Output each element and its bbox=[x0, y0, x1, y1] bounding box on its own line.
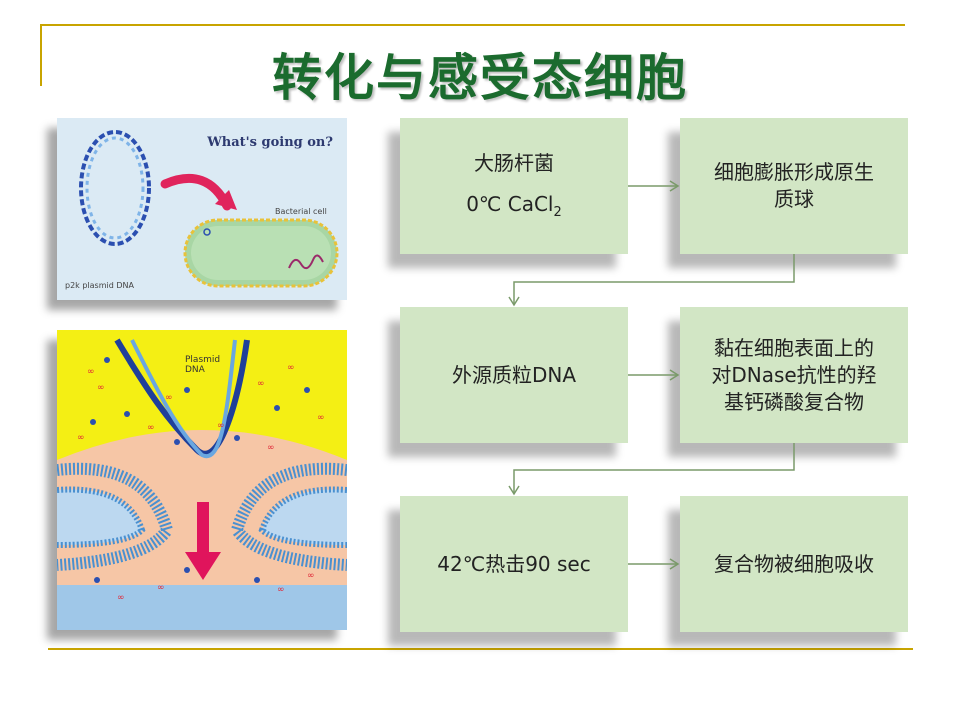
plasmid-bacteria-image: What's going on? p2k plasmid DNA Bacteri… bbox=[57, 118, 347, 300]
uptake-text: 复合物被细胞吸收 bbox=[714, 551, 874, 576]
whats-going-on-heading: What's going on? bbox=[206, 135, 333, 150]
svg-text:∞: ∞ bbox=[217, 421, 225, 431]
flow-box-swelling: 细胞膨胀形成原生 质球 bbox=[680, 118, 908, 254]
arrow-b4-b5 bbox=[513, 443, 795, 494]
svg-text:∞: ∞ bbox=[117, 593, 125, 603]
heatshock-text: 42℃热击90 sec bbox=[437, 551, 591, 576]
swelling-line1: 细胞膨胀形成原生 bbox=[714, 160, 874, 184]
swelling-line2: 质球 bbox=[774, 187, 814, 211]
bacterial-cell-label: Bacterial cell bbox=[275, 207, 327, 216]
cacl2-subscript: 2 bbox=[553, 205, 562, 221]
svg-text:∞: ∞ bbox=[165, 393, 173, 403]
top-rule bbox=[40, 24, 905, 26]
flow-box-uptake: 复合物被细胞吸收 bbox=[680, 496, 908, 632]
svg-text:∞: ∞ bbox=[157, 583, 165, 593]
complex-line3: 基钙磷酸复合物 bbox=[724, 389, 864, 414]
complex-line2: 对DNase抗性的羟 bbox=[711, 362, 877, 387]
flow-box-heatshock: 42℃热击90 sec bbox=[400, 496, 628, 632]
cacl2-main: 0℃ CaCl bbox=[466, 192, 554, 217]
svg-text:∞: ∞ bbox=[287, 363, 295, 373]
cacl2-text: 0℃ CaCl2 bbox=[466, 191, 562, 222]
svg-text:∞: ∞ bbox=[97, 383, 105, 393]
bottom-rule bbox=[48, 648, 913, 650]
svg-text:∞: ∞ bbox=[317, 413, 325, 423]
flow-box-plasmid: 外源质粒DNA bbox=[400, 307, 628, 443]
arrow-b2-b3 bbox=[513, 254, 795, 305]
svg-text:∞: ∞ bbox=[267, 443, 275, 453]
svg-text:∞: ∞ bbox=[147, 423, 155, 433]
plasmid-text: 外源质粒DNA bbox=[451, 362, 577, 387]
svg-text:∞: ∞ bbox=[277, 585, 285, 595]
svg-text:∞: ∞ bbox=[257, 379, 265, 389]
svg-text:∞: ∞ bbox=[307, 571, 315, 581]
svg-text:∞: ∞ bbox=[77, 433, 85, 443]
plasmid-dna-label: p2k plasmid DNA bbox=[65, 281, 134, 290]
svg-text:∞: ∞ bbox=[87, 367, 95, 377]
flow-box-ecoli: 大肠杆菌 0℃ CaCl2 bbox=[400, 118, 628, 254]
flow-box-complex: 黏在细胞表面上的 对DNase抗性的羟 基钙磷酸复合物 bbox=[680, 307, 908, 443]
slide-title: 转化与感受态细胞 bbox=[272, 49, 688, 107]
ecoli-text: 大肠杆菌 bbox=[474, 151, 554, 176]
left-rule bbox=[40, 24, 42, 86]
complex-line1: 黏在细胞表面上的 bbox=[714, 335, 874, 360]
